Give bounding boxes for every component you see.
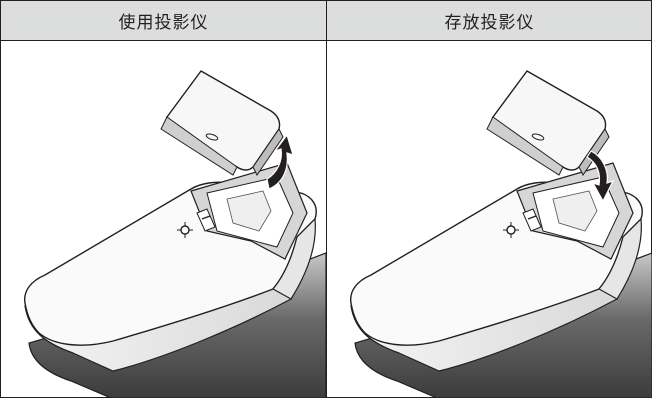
use-projector-illustration (1, 41, 326, 398)
focus-slider (196, 208, 216, 232)
projector-side (598, 217, 642, 300)
keystone-icon (506, 225, 516, 235)
focus-slider (522, 208, 542, 232)
projector-side (272, 217, 316, 300)
projector-lid-open-image (24, 70, 326, 398)
arrow-up (266, 133, 294, 190)
header-use-projector: 使用投影仪 (118, 13, 209, 33)
keystone-icon (180, 225, 190, 235)
header-store-projector: 存放投影仪 (444, 13, 535, 33)
column-divider (326, 1, 327, 397)
projector-lid-closing-image (350, 70, 652, 398)
arrow-down (586, 150, 615, 203)
store-projector-illustration (327, 41, 652, 398)
